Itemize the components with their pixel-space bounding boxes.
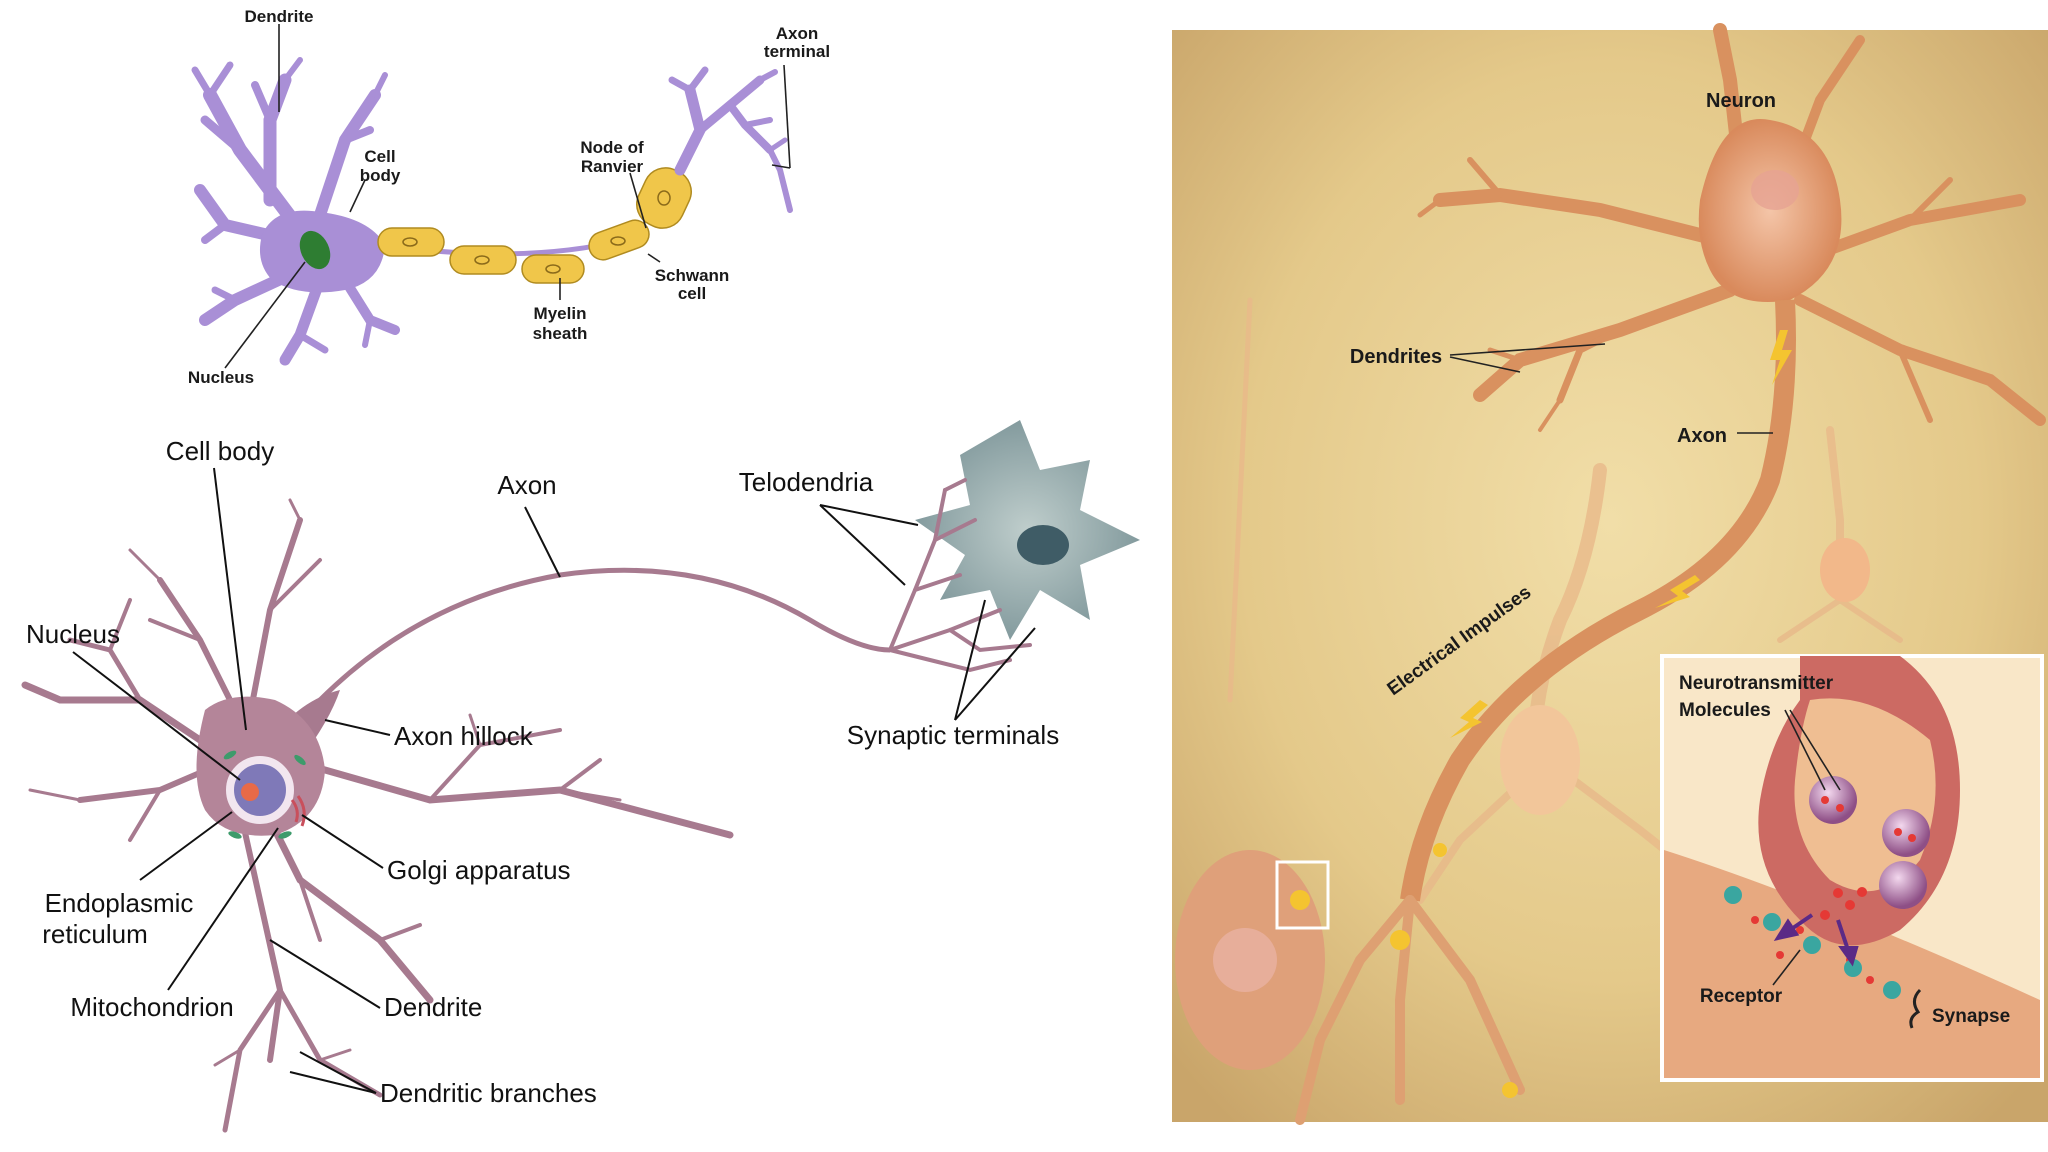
schematic-label-node-2: Ranvier: [581, 157, 644, 176]
synapse-inset: Neurotransmitter Molecules Receptor Syna…: [1660, 654, 2044, 1082]
schematic-label-nucleus: Nucleus: [188, 368, 254, 387]
vesicles: [1809, 776, 1930, 909]
receptors: [1724, 886, 1901, 999]
schematic-label-axon-terminal-1: Axon: [776, 24, 819, 43]
illustrated-label-mitochondrion: Mitochondrion: [70, 992, 233, 1022]
schematic-label-cell-body-2: body: [360, 166, 401, 185]
schematic-label-node-1: Node of: [580, 138, 644, 157]
illustrated-label-er-2: reticulum: [42, 919, 147, 949]
release-arrows: [1773, 913, 1859, 967]
schematic-label-schwann-1: Schwann: [655, 266, 730, 285]
network-label-axon: Axon: [1677, 425, 1727, 447]
schematic-label-myelin-1: Myelin: [534, 304, 587, 323]
schematic-dendrites: [191, 57, 400, 366]
inset-label-receptor: Receptor: [1700, 986, 1783, 1007]
schematic-label-axon-terminal-2: terminal: [764, 42, 830, 61]
main-neuron-body: [1698, 119, 1842, 302]
axon-terminals-glow: [1290, 843, 1518, 1098]
illustrated-label-er-1: Endoplasmic: [45, 888, 194, 918]
schematic-myelin-sheath: [377, 167, 692, 284]
impulse-arrows: [1450, 330, 1792, 738]
illustrated-label-synaptic-terminals: Synaptic terminals: [847, 720, 1059, 750]
schematic-label-dendrite: Dendrite: [245, 7, 314, 26]
illustrated-dendrites: [21, 498, 734, 1133]
target-cell-nucleus: [1017, 525, 1069, 565]
panel-schematic-neuron: Dendrite Cell body Nucleus Myelin sheath…: [188, 7, 830, 387]
illustrated-label-dendritic-branches: Dendritic branches: [380, 1078, 597, 1108]
network-leader-lines: [1449, 343, 1773, 434]
schematic-label-myelin-2: sheath: [533, 324, 588, 343]
mitochondria: [223, 750, 306, 839]
illustrated-axon: [318, 567, 891, 702]
nucleolus: [241, 783, 259, 801]
main-axon: [1400, 299, 1796, 902]
schematic-label-schwann-2: cell: [678, 284, 706, 303]
golgi-apparatus: [290, 795, 306, 827]
illustrated-nucleus: [226, 756, 294, 824]
target-cell: [915, 420, 1140, 640]
schematic-label-cell-body-1: Cell: [364, 147, 395, 166]
inset-label-synapse: Synapse: [1932, 1006, 2010, 1027]
inset-label-nt-2: Molecules: [1679, 700, 1771, 721]
illustrated-label-golgi: Golgi apparatus: [387, 855, 571, 885]
synapse-highlight-box[interactable]: [1275, 860, 1330, 930]
inset-label-nt-1: Neurotransmitter: [1679, 673, 1834, 694]
inset-leader-lines: [1772, 709, 1922, 1029]
schematic-schwann-nuclei: [402, 190, 671, 274]
lower-neuron-nucleus: [1213, 928, 1277, 992]
schematic-nucleus: [299, 230, 331, 270]
telodendria: [888, 478, 1032, 673]
background-neuron-body-small: [1820, 538, 1870, 602]
background-neuron-body: [1500, 705, 1580, 815]
network-label-dendrites: Dendrites: [1350, 346, 1442, 368]
illustrated-label-nucleus: Nucleus: [26, 619, 120, 649]
main-neuron-nucleus: [1751, 170, 1799, 210]
illustrated-label-axon-hillock: Axon hillock: [394, 721, 534, 751]
illustrated-label-telodendria: Telodendria: [739, 467, 874, 497]
panel-illustrated-neuron: Cell body Axon Telodendria Nucleus Axon …: [21, 420, 1140, 1133]
schematic-axon-terminal: [668, 66, 793, 213]
network-label-neuron: Neuron: [1706, 90, 1776, 112]
panel-neuron-network: Neurotransmitter Molecules Receptor Syna…: [1172, 23, 2048, 1125]
illustrated-label-axon: Axon: [497, 470, 556, 500]
schematic-leader-lines: [224, 24, 791, 369]
illustrated-leader-lines: [72, 467, 1036, 1094]
illustrated-label-cell-body: Cell body: [166, 436, 274, 466]
illustrated-label-dendrite: Dendrite: [384, 992, 482, 1022]
